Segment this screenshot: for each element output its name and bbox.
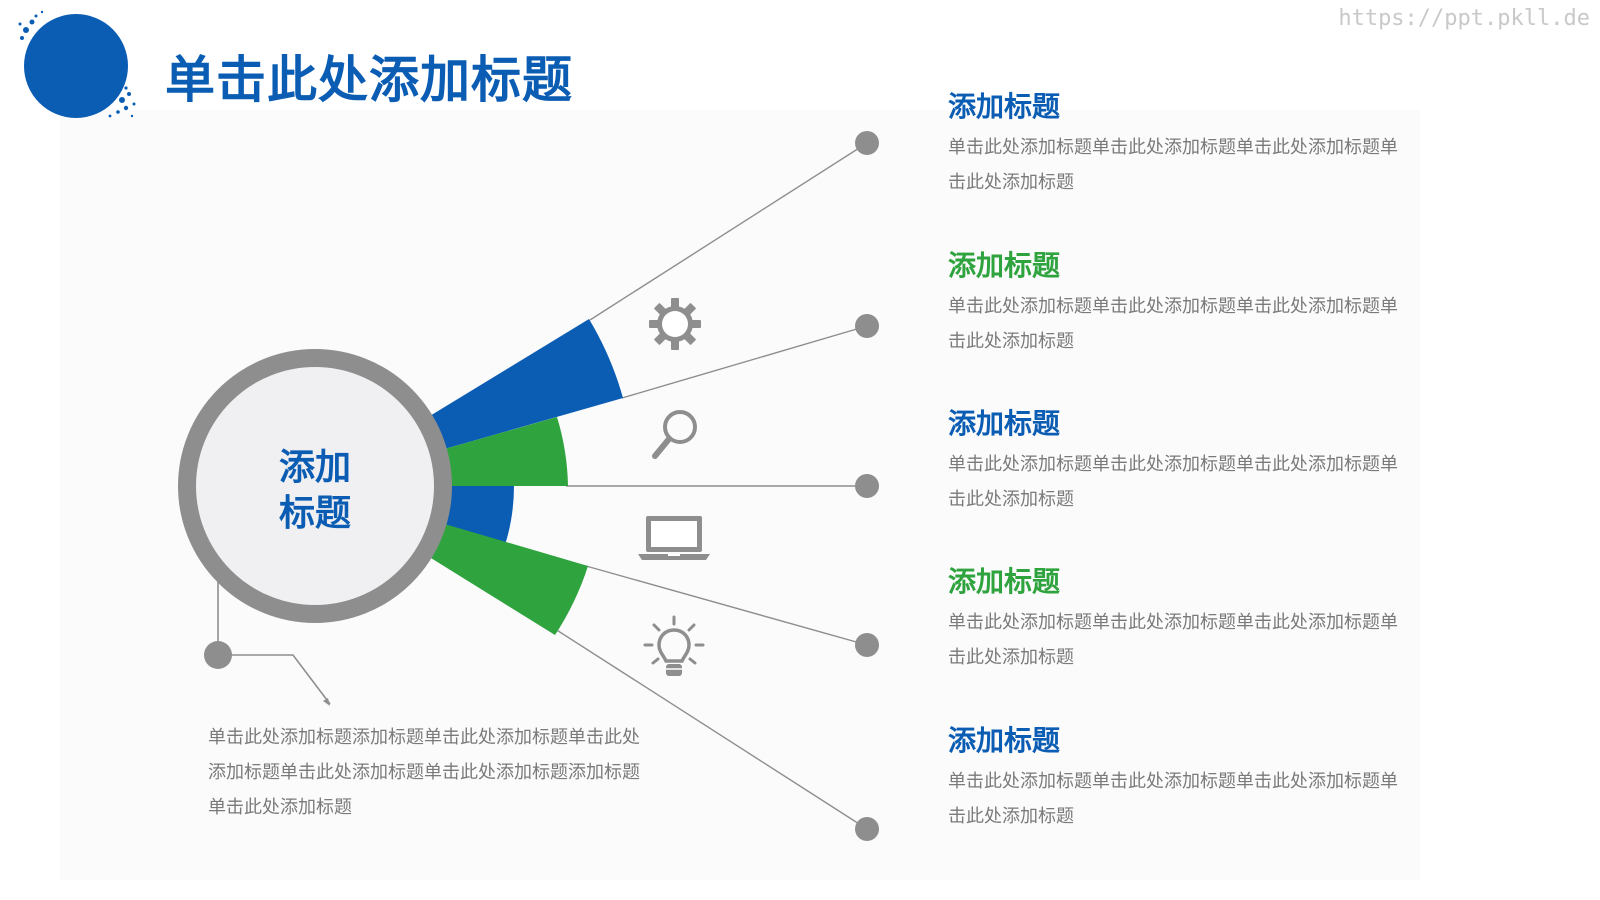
connector-dot-4 <box>855 633 879 657</box>
item-heading: 添加标题 <box>948 724 1061 757</box>
item-heading: 添加标题 <box>948 407 1061 440</box>
item-text: 单击此处添加标题单击此处添加标题单击此处添加标题单击此处添加标题 <box>948 612 1398 668</box>
center-circle-ring <box>178 349 452 623</box>
item-text: 单击此处添加标题单击此处添加标题单击此处添加标题单击此处添加标题 <box>948 296 1398 352</box>
list-item-4: 添加标题 单击此处添加标题单击此处添加标题单击此处添加标题单击此处添加标题 <box>948 565 1398 675</box>
connector-line-5 <box>551 626 868 830</box>
note-pointer-arrow <box>218 654 331 705</box>
magnifier-icon <box>652 410 697 459</box>
connector-dot-5 <box>855 817 879 841</box>
connector-line-1 <box>589 142 868 321</box>
list-item-3: 添加标题 单击此处添加标题单击此处添加标题单击此处添加标题单击此处添加标题 <box>948 407 1398 517</box>
connector-line-2 <box>621 325 868 399</box>
connector-dot-3 <box>855 474 879 498</box>
center-label: 添加 标题 <box>250 445 380 537</box>
list-item-5: 添加标题 单击此处添加标题单击此处添加标题单击此处添加标题单击此处添加标题 <box>948 724 1398 834</box>
item-text: 单击此处添加标题单击此处添加标题单击此处添加标题单击此处添加标题 <box>948 454 1398 510</box>
connector-dot-1 <box>855 131 879 155</box>
laptop-icon <box>638 516 710 560</box>
logo-ink-circle <box>18 10 136 118</box>
lightbulb-icon <box>643 615 705 676</box>
watermark: https://ppt.pkll.de <box>1338 6 1590 31</box>
list-item-2: 添加标题 单击此处添加标题单击此处添加标题单击此处添加标题单击此处添加标题 <box>948 249 1398 359</box>
connector-dot-2 <box>855 314 879 338</box>
item-heading: 添加标题 <box>948 249 1061 282</box>
item-heading: 添加标题 <box>948 90 1061 123</box>
list-item-1: 添加标题 单击此处添加标题单击此处添加标题单击此处添加标题单击此处添加标题 <box>948 90 1398 200</box>
center-label-line2: 标题 <box>278 493 351 534</box>
item-text: 单击此处添加标题单击此处添加标题单击此处添加标题单击此处添加标题 <box>948 771 1398 827</box>
item-text: 单击此处添加标题单击此处添加标题单击此处添加标题单击此处添加标题 <box>948 137 1398 193</box>
connector-line-4 <box>585 565 868 646</box>
note-text: 单击此处添加标题添加标题单击此处添加标题单击此处添加标题单击此处添加标题单击此处… <box>208 727 640 818</box>
gear-icon <box>649 298 701 350</box>
item-heading: 添加标题 <box>948 565 1061 598</box>
center-label-line1: 添加 <box>278 447 351 488</box>
page-title: 单击此处添加标题 <box>165 51 573 109</box>
